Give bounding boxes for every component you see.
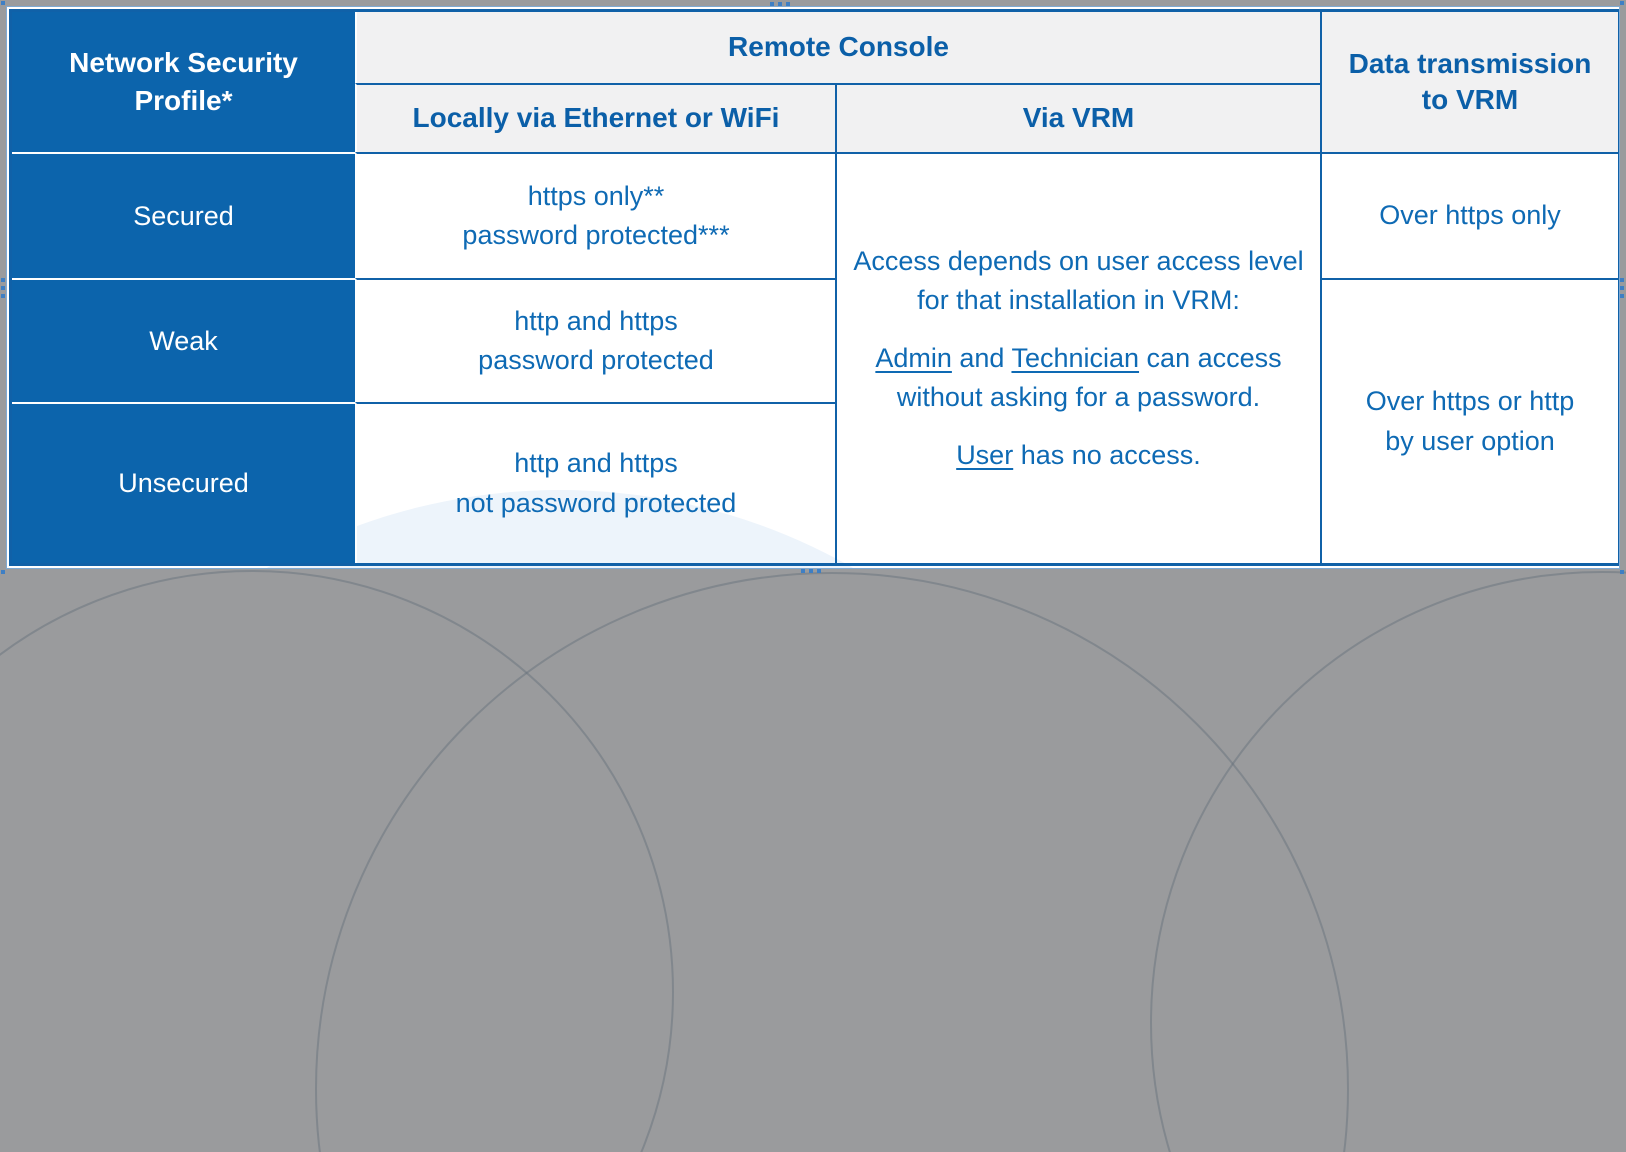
local-cell-line: https only** <box>527 180 665 211</box>
subheader-via-vrm: Via VRM <box>835 83 1320 152</box>
data-transmission-line: Over https or http <box>1365 386 1575 417</box>
vrm-access-text: can access without asking for a password… <box>896 342 1282 413</box>
local-cell-line: password protected <box>478 345 714 375</box>
local-cell-weak: http and https password protected <box>355 278 835 402</box>
network-security-table: Network Security Profile* Remote Console… <box>9 9 1619 566</box>
vrm-access-intro: Access depends on user access level for … <box>853 245 1304 315</box>
vrm-user-access: User has no access. <box>853 436 1304 475</box>
local-cell-line: password protected*** <box>462 220 730 250</box>
table-resize-handle-right[interactable] <box>1620 278 1624 298</box>
local-cell-line: http and https <box>514 448 678 479</box>
vrm-access-text: has no access. <box>1013 440 1201 471</box>
table-resize-handle-left[interactable] <box>1 278 5 298</box>
header-network-security-profile: Network Security Profile* <box>12 12 355 152</box>
user-link[interactable]: User <box>956 440 1014 471</box>
local-cell-secured: https only** password protected*** <box>355 152 835 278</box>
local-cell-line: not password protected <box>455 487 737 518</box>
selection-corner-handle[interactable] <box>1 570 5 574</box>
selection-corner-handle[interactable] <box>1620 570 1624 574</box>
document-slide: Network Security Profile* Remote Console… <box>6 6 1620 569</box>
local-cell-unsecured: http and https not password protected <box>355 402 835 563</box>
profile-cell-secured: Secured <box>12 152 355 278</box>
data-transmission-cell-secured: Over https only <box>1320 152 1618 278</box>
vrm-access-roles: Admin and Technician can access without … <box>853 339 1304 417</box>
vrm-access-text: and <box>951 342 1012 373</box>
admin-link[interactable]: Admin <box>875 342 952 373</box>
background-arc <box>1150 571 1626 1152</box>
technician-link[interactable]: Technician <box>1011 342 1140 373</box>
profile-cell-weak: Weak <box>12 278 355 402</box>
data-transmission-cell-weak-unsecured: Over https or http by user option <box>1320 278 1618 563</box>
profile-cell-unsecured: Unsecured <box>12 402 355 563</box>
table-resize-handle-top[interactable] <box>770 2 790 6</box>
local-cell-line: http and https <box>514 305 678 336</box>
header-remote-console: Remote Console <box>355 12 1320 83</box>
table-resize-handle-bottom[interactable] <box>801 569 821 573</box>
header-data-transmission-to-vrm: Data transmission to VRM <box>1320 12 1618 152</box>
via-vrm-access-cell: Access depends on user access level for … <box>835 152 1320 563</box>
selection-corner-handle[interactable] <box>1 1 5 5</box>
data-transmission-line: by user option <box>1385 425 1555 456</box>
selection-corner-handle[interactable] <box>1620 1 1624 5</box>
subheader-locally-via-ethernet-or-wifi: Locally via Ethernet or WiFi <box>355 83 835 152</box>
